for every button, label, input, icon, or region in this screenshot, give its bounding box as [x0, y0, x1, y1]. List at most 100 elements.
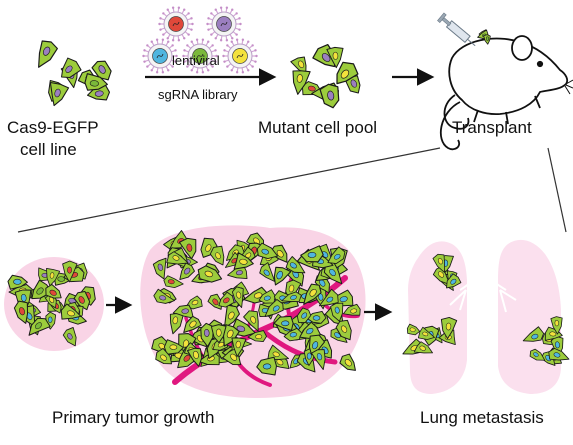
cell-icon: [233, 252, 254, 270]
cell-icon: [61, 57, 82, 78]
cell-icon: [483, 34, 491, 45]
cell-icon: [172, 304, 194, 319]
cell-icon: [223, 304, 240, 329]
transplant-label: Transplant: [452, 118, 532, 137]
cell-icon: [267, 344, 289, 360]
funnel-line-right: [547, 147, 567, 233]
cell-icon: [7, 274, 28, 290]
cell-icon: [169, 313, 184, 335]
injected-cell-cluster: [477, 29, 491, 45]
cell-icon: [256, 242, 279, 260]
cell-line-label-1: Cas9-EGFP: [7, 118, 99, 137]
cell-icon: [318, 288, 339, 307]
cell-icon: [413, 341, 433, 354]
cell-icon: [326, 46, 344, 69]
cell-icon: [406, 323, 421, 336]
lung-icon: [408, 230, 561, 394]
cell-icon: [550, 316, 563, 335]
cell-icon: [163, 339, 184, 355]
mutant-cell-cluster: [290, 43, 361, 109]
cell-icon: [342, 303, 361, 316]
cell-icon: [446, 273, 462, 289]
cell-icon: [186, 295, 203, 310]
cell-icon: [210, 324, 227, 344]
cell-icon: [231, 337, 247, 357]
virus-particle-icon: [158, 6, 194, 42]
metastasis-cells: [402, 253, 570, 366]
cell-icon: [179, 262, 195, 280]
cell-icon: [73, 291, 91, 311]
cell-icon: [548, 347, 570, 361]
cell-icon: [227, 264, 248, 280]
cell-icon: [522, 326, 545, 342]
cell-icon: [13, 300, 29, 324]
cell-icon: [296, 307, 312, 323]
primary-tumor-label: Primary tumor growth: [52, 408, 215, 427]
cell-icon: [273, 315, 294, 331]
cell-icon: [218, 291, 235, 308]
cell-icon: [306, 310, 327, 324]
cell-icon: [311, 349, 326, 371]
virus-particle-icon: [222, 38, 258, 74]
cell-icon: [264, 299, 284, 317]
cell-icon: [231, 286, 244, 309]
virus-particle-icon: [142, 38, 178, 74]
cell-icon: [290, 56, 307, 75]
cell-icon: [339, 353, 356, 371]
cell-icon: [178, 237, 197, 260]
cell-icon: [529, 348, 546, 361]
cell-icon: [281, 291, 302, 302]
cell-icon: [91, 60, 112, 81]
cell-icon: [243, 310, 259, 332]
cell-icon: [60, 303, 82, 320]
lentivirus-library: [142, 6, 258, 74]
mouse-icon: [439, 35, 573, 151]
cell-icon: [49, 81, 70, 107]
cell-icon: [200, 322, 214, 348]
cell-icon: [86, 83, 111, 101]
cell-icon: [330, 302, 344, 322]
cell-icon: [285, 256, 306, 274]
cell-icon: [336, 61, 359, 85]
cell-icon: [300, 245, 324, 263]
cell-icon: [38, 40, 58, 68]
cell-icon: [308, 334, 326, 356]
cell-icon: [84, 73, 108, 91]
arrow-label-2: sgRNA library: [158, 87, 238, 102]
cell-icon: [197, 265, 223, 283]
virus-particle-icon: [206, 6, 242, 42]
cas9-cell-cluster: [38, 40, 112, 107]
cell-icon: [299, 321, 321, 339]
cell-icon: [46, 268, 61, 287]
cell-icon: [432, 253, 445, 273]
cell-icon: [259, 262, 276, 282]
cell-icon: [330, 327, 348, 343]
cell-line-label-2: cell line: [20, 140, 77, 159]
cell-icon: [28, 317, 51, 336]
small-tumor-cells: [7, 260, 96, 347]
cell-icon: [432, 265, 451, 286]
arrow-label-1: lentiviral: [172, 53, 220, 68]
cell-icon: [152, 257, 167, 280]
cell-icon: [166, 251, 189, 265]
syringe-icon: [437, 12, 476, 47]
cell-icon: [256, 356, 277, 376]
cell-icon: [327, 246, 346, 265]
cell-icon: [62, 327, 77, 347]
funnel-line-left: [17, 147, 441, 233]
cell-icon: [45, 283, 62, 299]
cell-icon: [319, 83, 340, 109]
cell-icon: [186, 347, 203, 367]
cell-icon: [303, 283, 322, 305]
cell-icon: [209, 245, 225, 266]
cell-icon: [292, 70, 311, 95]
virus-particle-icon: [182, 38, 218, 74]
cell-icon: [155, 347, 172, 365]
cell-icon: [269, 244, 288, 263]
cell-icon: [163, 275, 184, 289]
cell-icon: [183, 315, 202, 334]
cell-icon: [273, 266, 292, 286]
large-tumor-cells: [151, 230, 361, 376]
cell-icon: [62, 260, 78, 283]
